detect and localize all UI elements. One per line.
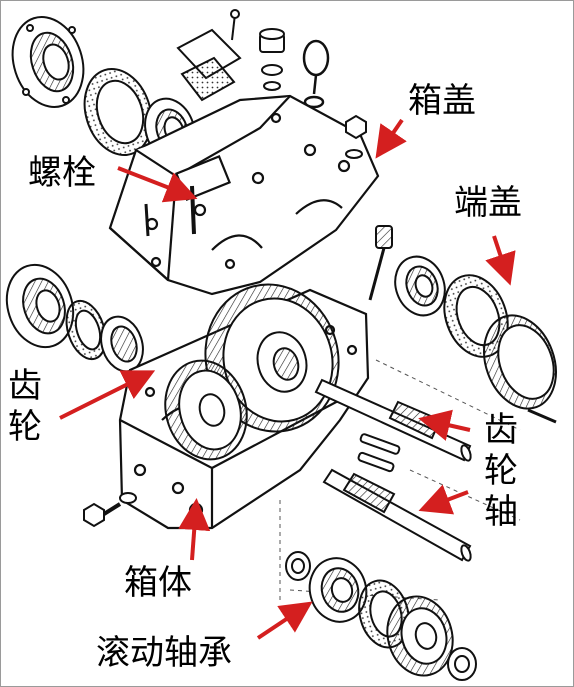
arrow-cover [375, 118, 407, 159]
callout-arrows [59, 118, 516, 640]
bottom-bearing [308, 557, 368, 623]
lower-left-end-cap [5, 263, 75, 349]
small-gear [164, 359, 248, 461]
breather-plug [259, 28, 285, 91]
bottom-seal-ring [447, 647, 477, 681]
eye-bolt [302, 39, 330, 109]
arrow-bolt [117, 166, 198, 203]
label-end-cap: 端盖 [454, 183, 522, 223]
inspection-cover [176, 9, 242, 102]
arrow-gear [59, 370, 156, 420]
top-end-cap [11, 16, 85, 108]
label-cover: 箱盖 [408, 81, 476, 121]
label-housing: 箱体 [124, 563, 192, 603]
bottom-end-cap [386, 595, 454, 677]
cover-nuts [345, 114, 367, 159]
oil-gauge [368, 225, 393, 301]
arrow-housing [178, 498, 211, 561]
label-gear: 齿轮 [8, 366, 42, 447]
housing-drain-bolt [83, 492, 137, 528]
label-gear-shaft: 齿轮轴 [484, 410, 518, 532]
label-bearing: 滚动轴承 [96, 633, 232, 673]
arrow-bearing [256, 601, 313, 640]
arrow-gear-shaft-1 [418, 409, 471, 441]
bottom-washer [285, 551, 311, 581]
lower-left-bearing [100, 315, 144, 373]
arrow-end-cap [485, 235, 516, 286]
top-gasket [83, 68, 153, 156]
shaft-keys [357, 433, 401, 473]
label-bolt: 螺栓 [28, 153, 96, 193]
output-shaft [322, 468, 472, 562]
cover-body [108, 94, 380, 296]
right-end-cap [483, 314, 557, 424]
right-upper-bearing [394, 255, 446, 317]
lower-left-gasket [65, 299, 107, 361]
arrow-gear-shaft-2 [418, 484, 469, 515]
